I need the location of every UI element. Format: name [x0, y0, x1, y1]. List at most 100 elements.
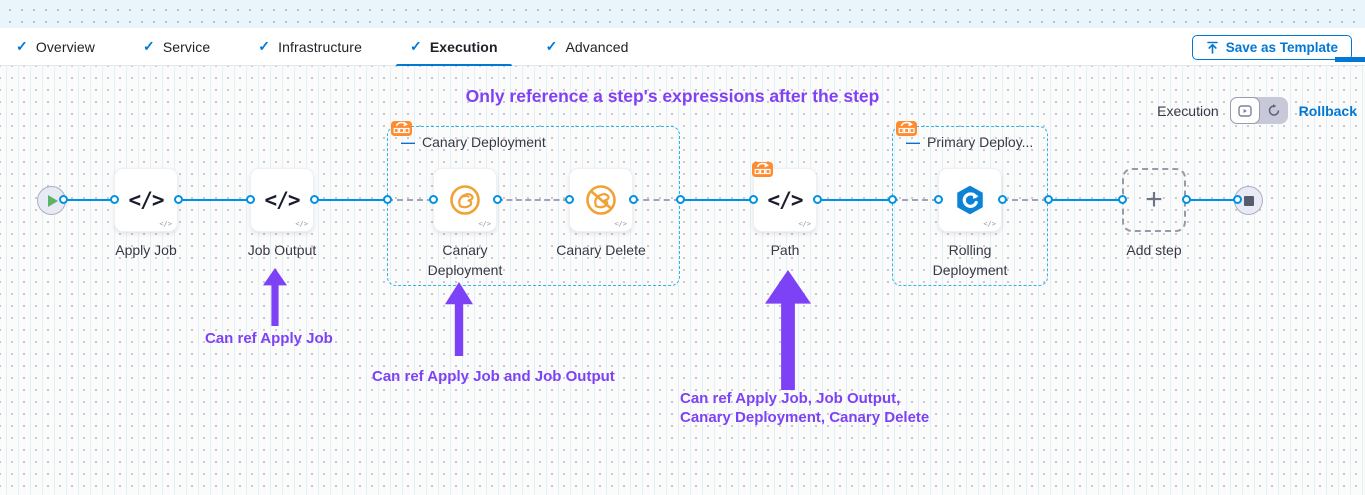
annotation-arrow-job-output: [263, 268, 287, 326]
collapse-group-icon[interactable]: —: [401, 134, 415, 150]
tab-label: Infrastructure: [278, 38, 362, 55]
annotation-arrow-canary-deployment: [445, 282, 473, 356]
execution-rollback-toggle[interactable]: [1229, 97, 1288, 124]
tab-service[interactable]: ✓ Service: [129, 28, 224, 66]
connector-port[interactable]: [749, 195, 758, 204]
connector-port[interactable]: [59, 195, 68, 204]
annotation-arrow-path: [765, 270, 811, 390]
annotation-line-2: Canary Deployment, Canary Delete: [680, 409, 930, 426]
plus-icon: +: [1145, 183, 1163, 216]
step-label-canary-delete: Canary Delete: [556, 242, 646, 258]
connector-port[interactable]: [998, 195, 1007, 204]
connector-port[interactable]: [246, 195, 255, 204]
connector-line-dashed: [633, 199, 680, 201]
step-label-canary-deployment: Canary Deployment: [427, 242, 503, 278]
connector-line: [63, 199, 114, 201]
step-card-path[interactable]: </> </>: [752, 162, 817, 232]
execution-mode-label: Execution: [1157, 102, 1219, 119]
step-group-primary-deployment[interactable]: — Primary Deploy...: [892, 121, 1048, 286]
connector-port[interactable]: [1118, 195, 1127, 204]
step-card-job-output[interactable]: </> </>: [250, 168, 314, 232]
looping-strategy-icon: [752, 162, 773, 177]
tab-advanced[interactable]: ✓ Advanced: [532, 28, 643, 66]
step-label-apply-job: Apply Job: [115, 242, 177, 258]
save-as-template-button[interactable]: Save as Template: [1191, 35, 1352, 60]
looping-strategy-icon: [896, 121, 917, 136]
check-icon: ✓: [545, 38, 558, 54]
play-icon: [48, 194, 58, 207]
tab-label: Execution: [429, 38, 498, 55]
stop-icon: [1243, 195, 1254, 206]
connector-line: [1186, 199, 1239, 201]
tab-overview[interactable]: ✓ Overview: [2, 28, 109, 66]
tab-label: Service: [162, 38, 211, 55]
save-as-template-label: Save as Template: [1225, 40, 1338, 55]
execution-toggle-segment[interactable]: [1229, 97, 1260, 124]
connector-line: [178, 199, 250, 201]
canary-delete-icon: [586, 185, 616, 215]
code-badge-icon: </>: [798, 220, 811, 228]
rollback-toggle-segment[interactable]: [1260, 104, 1288, 117]
connector-port[interactable]: [888, 195, 897, 204]
step-group-canary-deployment[interactable]: — Canary Deployment: [387, 121, 680, 286]
upload-icon: [1206, 41, 1218, 54]
add-step-button[interactable]: +: [1122, 168, 1186, 232]
connector-port[interactable]: [934, 195, 943, 204]
group-header: — Canary Deployment: [401, 134, 546, 150]
connector-port[interactable]: [310, 195, 319, 204]
annotation-can-ref-apply-job: Can ref Apply Job: [205, 330, 333, 347]
annotation-can-ref-multiline: Can ref Apply Job, Job Output, Canary De…: [680, 389, 929, 427]
connector-port[interactable]: [565, 195, 574, 204]
connector-line-dashed: [1002, 199, 1048, 201]
step-label-job-output: Job Output: [247, 242, 317, 258]
step-card-canary-delete[interactable]: </>: [569, 168, 633, 232]
code-badge-icon: </>: [478, 220, 491, 228]
rolling-deployment-icon: [957, 185, 983, 215]
connector-port[interactable]: [174, 195, 183, 204]
group-title: Primary Deploy...: [927, 134, 1034, 150]
pipeline-canvas[interactable]: Only reference a step's expressions afte…: [0, 66, 1365, 495]
connector-port[interactable]: [1233, 195, 1242, 204]
connector-line-dashed: [387, 199, 433, 201]
play-box-icon: [1237, 104, 1252, 117]
connector-port[interactable]: [429, 195, 438, 204]
check-icon: ✓: [143, 38, 155, 54]
tab-execution[interactable]: ✓ Execution: [395, 28, 512, 67]
check-icon: ✓: [258, 38, 271, 54]
group-title: Canary Deployment: [422, 134, 546, 150]
code-badge-icon: </>: [159, 220, 172, 228]
execution-rollback-switch: Execution Rollback: [1157, 97, 1357, 124]
step-card-canary-deployment[interactable]: </>: [433, 168, 497, 232]
check-icon: ✓: [409, 38, 422, 54]
connector-port[interactable]: [629, 195, 638, 204]
step-card-rolling-deployment[interactable]: </>: [938, 168, 1002, 232]
connector-line-dashed: [497, 199, 569, 201]
check-icon: ✓: [16, 38, 28, 54]
rollback-link[interactable]: Rollback: [1298, 102, 1357, 119]
connector-line: [680, 199, 753, 201]
connector-port[interactable]: [110, 195, 119, 204]
tab-label: Overview: [35, 38, 95, 55]
looping-strategy-icon: [391, 121, 412, 136]
connector-port[interactable]: [493, 195, 502, 204]
connector-port[interactable]: [1182, 195, 1191, 204]
canary-deployment-icon: [450, 185, 480, 215]
step-label-rolling-deployment: Rolling Deployment: [932, 242, 1008, 278]
annotation-can-ref-apply-job-and-job-output: Can ref Apply Job and Job Output: [372, 368, 615, 385]
connector-port[interactable]: [813, 195, 822, 204]
collapse-group-icon[interactable]: —: [906, 134, 920, 150]
tab-label: Advanced: [565, 38, 629, 55]
annotation-heading: Only reference a step's expressions afte…: [465, 86, 880, 106]
connector-port[interactable]: [383, 195, 392, 204]
tab-infrastructure[interactable]: ✓ Infrastructure: [244, 28, 376, 66]
step-label-path: Path: [770, 242, 800, 258]
connector-port[interactable]: [1044, 195, 1053, 204]
top-dotted-strip: [0, 0, 1365, 28]
connector-port[interactable]: [676, 195, 685, 204]
connector-line: [817, 199, 892, 201]
step-card-apply-job[interactable]: </> </>: [114, 168, 178, 232]
stage-tabbar: ✓ Overview ✓ Service ✓ Infrastructure ✓ …: [0, 28, 1365, 67]
group-header: — Primary Deploy...: [906, 134, 1033, 150]
code-badge-icon: </>: [983, 220, 996, 228]
code-icon: </>: [264, 188, 301, 212]
